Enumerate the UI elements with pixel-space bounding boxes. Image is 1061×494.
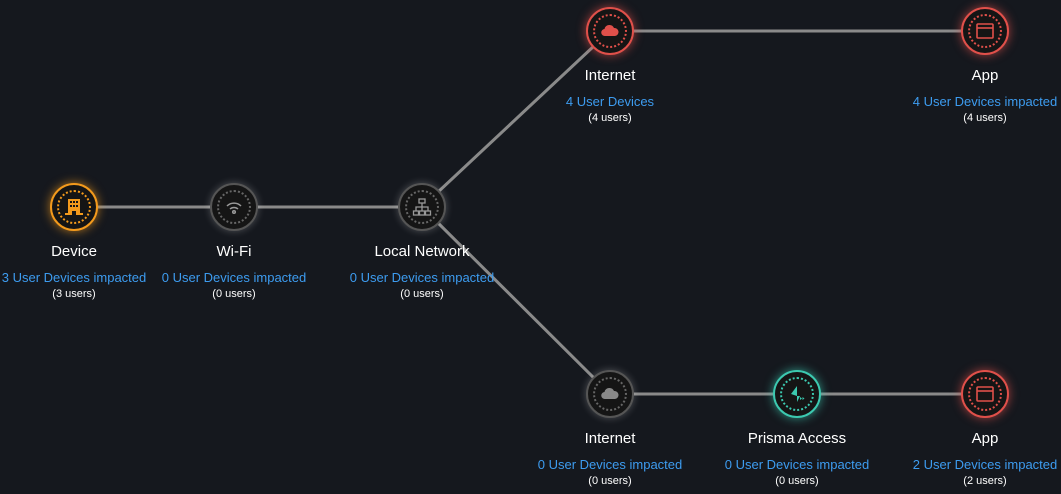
app-window-icon [976,23,994,39]
link-local-internet-top [420,29,612,209]
node-app-bottom-circle[interactable] [961,370,1009,418]
prisma-icon [791,386,805,402]
cloud-icon [601,24,619,37]
node-prisma-access-circle[interactable] [773,370,821,418]
users-count: (4 users) [588,112,632,124]
impact-link[interactable]: 0 User Devices impacted [349,270,495,285]
node-app-top-circle[interactable] [961,7,1009,55]
users-count: (2 users) [963,475,1007,487]
users-count: (0 users) [400,288,444,300]
impact-link[interactable]: 4 User Devices impacted [912,94,1058,109]
node-internet-bottom-circle[interactable] [586,370,634,418]
node-prisma-access[interactable]: Prisma Access 0 User Devices impacted (0… [697,370,897,487]
node-internet-bottom[interactable]: Internet 0 User Devices impacted (0 user… [510,370,710,487]
impact-link[interactable]: 0 User Devices impacted [724,457,870,472]
node-local-network[interactable]: Local Network 0 User Devices impacted (0… [322,183,522,300]
users-count: (3 users) [52,288,96,300]
impact-link[interactable]: 3 User Devices impacted [1,270,147,285]
node-wifi-circle[interactable] [210,183,258,231]
node-wifi[interactable]: Wi-Fi 0 User Devices impacted (0 users) [134,183,334,300]
node-title: Internet [584,67,636,84]
impact-link[interactable]: 0 User Devices impacted [537,457,683,472]
node-title: App [971,67,999,84]
wifi-icon [226,202,242,215]
node-title: App [971,430,999,447]
impact-link[interactable]: 0 User Devices impacted [161,270,307,285]
node-internet-top-circle[interactable] [586,7,634,55]
node-device-circle[interactable] [50,183,98,231]
node-app-top[interactable]: App 4 User Devices impacted (4 users) [885,7,1061,124]
node-title: Local Network [374,243,470,260]
users-count: (0 users) [775,475,819,487]
node-internet-top[interactable]: Internet 4 User Devices (4 users) [510,7,710,124]
building-icon [65,199,83,215]
impact-link[interactable]: 4 User Devices [565,94,655,109]
node-title: Prisma Access [747,430,847,447]
link-local-internet-bottom [420,205,612,396]
node-app-bottom[interactable]: App 2 User Devices impacted (2 users) [885,370,1061,487]
users-count: (0 users) [588,475,632,487]
impact-link[interactable]: 2 User Devices impacted [912,457,1058,472]
cloud-icon [601,387,619,400]
node-local-network-circle[interactable] [398,183,446,231]
app-window-icon [976,386,994,402]
node-title: Wi-Fi [216,243,252,260]
node-title: Device [51,243,97,260]
users-count: (0 users) [212,288,256,300]
node-device[interactable]: Device 3 User Devices impacted (3 users) [0,183,174,300]
network-icon [412,198,432,216]
node-title: Internet [584,430,636,447]
users-count: (4 users) [963,112,1007,124]
